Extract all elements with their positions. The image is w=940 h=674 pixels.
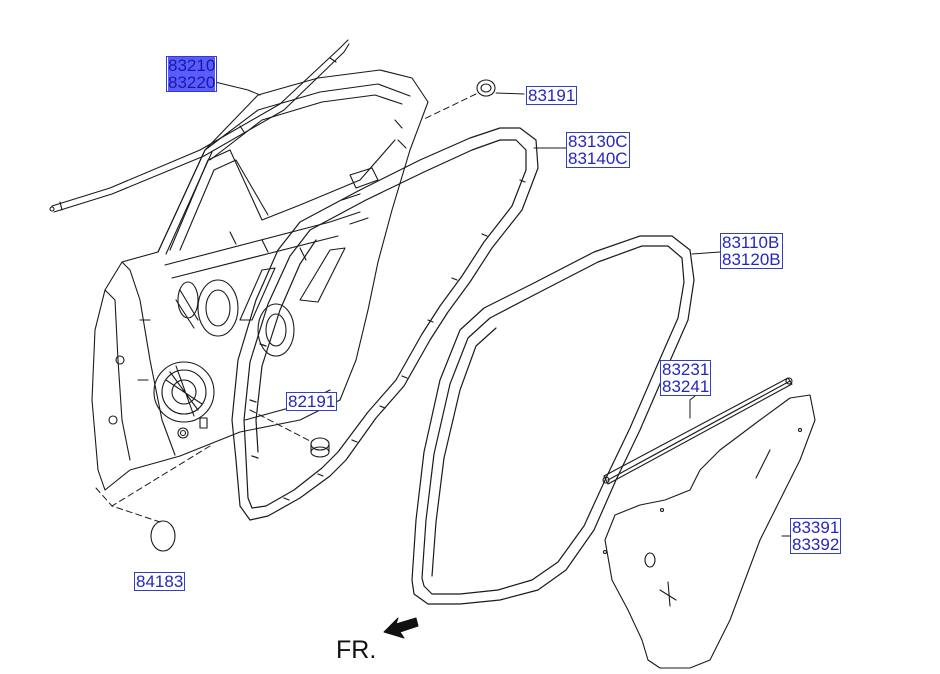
part-number-2: 83220 (168, 73, 216, 92)
part-label-cap[interactable]: 83191 (526, 86, 578, 105)
cap-part (476, 79, 496, 97)
part-number-1: 83210 (168, 56, 216, 75)
part-number-1: 83130C (568, 132, 628, 151)
waterproof-film (602, 394, 816, 669)
clip-part (310, 437, 330, 458)
part-number-2: 83392 (792, 535, 840, 554)
part-number-2: 83120B (722, 250, 781, 269)
part-label-waterproof-film[interactable]: 83391 83392 (790, 518, 842, 554)
part-number-2: 83140C (568, 149, 628, 168)
part-number-1: 83391 (792, 518, 840, 537)
part-label-glass-run-channel[interactable]: 83231 83241 (660, 360, 712, 396)
part-number-1: 82191 (288, 392, 336, 411)
assembly-lines (95, 93, 477, 523)
plug-part (150, 520, 176, 552)
part-label-door-weatherstrip[interactable]: 83110B 83120B (720, 233, 783, 269)
front-arrow-icon (383, 617, 419, 639)
part-number-2: 83241 (662, 377, 710, 396)
rear-door-panel (91, 69, 429, 491)
belt-moulding (49, 39, 350, 213)
glass-run-channel (602, 377, 793, 485)
body-weatherstrip (231, 127, 539, 521)
part-number-1: 84183 (136, 572, 184, 591)
part-number-1: 83191 (528, 86, 576, 105)
part-label-belt-moulding[interactable]: 83210 83220 (166, 56, 218, 92)
part-label-clip[interactable]: 82191 (286, 392, 338, 411)
leader-lines (214, 81, 791, 537)
door-weatherstrip (411, 235, 695, 605)
front-direction-label: FR. (336, 636, 377, 664)
part-number-1: 83110B (722, 233, 780, 252)
part-number-1: 83231 (662, 360, 710, 379)
part-label-plug[interactable]: 84183 (134, 572, 186, 591)
part-label-body-weatherstrip[interactable]: 83130C 83140C (566, 132, 630, 168)
